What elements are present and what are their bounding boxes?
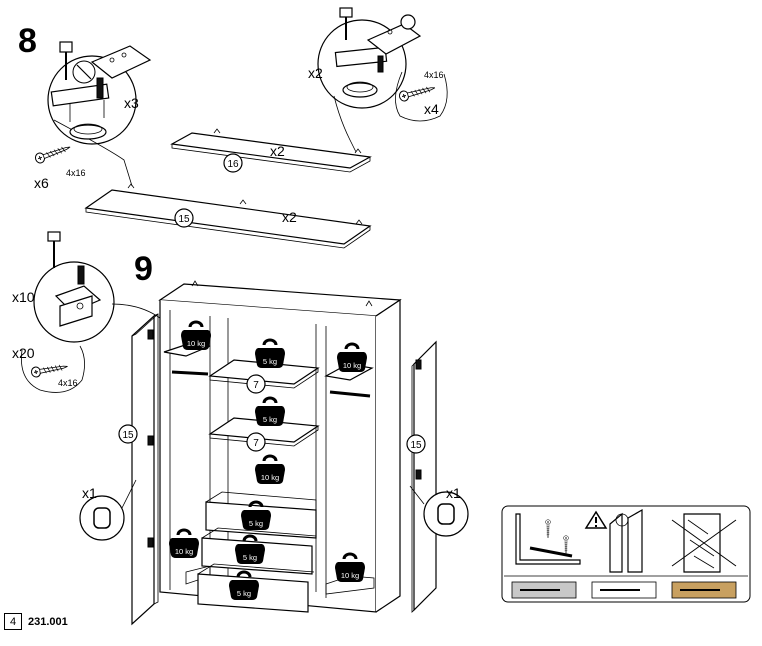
weight-label-lower-mid: 10 kg [261, 473, 279, 482]
screw-bubble-right [395, 71, 448, 122]
middle-shelf-upper [208, 359, 320, 389]
label-x6: x6 [34, 175, 49, 191]
bracket-detail [33, 231, 161, 343]
handle-detail-left [79, 479, 137, 541]
page-footer: 4 231.001 [4, 613, 68, 630]
label-x2-shelf15: x2 [282, 209, 297, 225]
weight-label-bottom-right: 10 kg [341, 571, 359, 580]
part-15-shelf-label: 15 [178, 214, 190, 225]
weight-label-drawer-3: 5 kg [237, 589, 251, 598]
door-right [411, 340, 437, 613]
part-15-door-left-label: 15 [122, 430, 134, 441]
label-x10: x10 [12, 289, 35, 305]
weight-label-top-mid: 5 kg [263, 357, 277, 366]
part-7-label-a: 7 [253, 380, 259, 391]
step-9-number: 9 [134, 250, 153, 288]
screw-icon-step9 [30, 361, 69, 379]
label-x20: x20 [12, 345, 35, 361]
screw-icon-left [33, 141, 73, 165]
label-screw-size-right: 4x16 [424, 70, 444, 80]
weight-label-top-left: 10 kg [187, 339, 205, 348]
weight-label-bottom-left: 10 kg [175, 547, 193, 556]
screw-bubble-step9 [21, 345, 85, 393]
hinge-detail-left [47, 41, 152, 187]
door-left [131, 313, 159, 626]
shelf-panel-15 [84, 183, 372, 249]
weight-label-mid: 5 kg [263, 415, 277, 424]
page-number: 4 [4, 613, 22, 630]
handle-detail-right [409, 485, 469, 537]
shelf-panel-16 [170, 128, 372, 173]
middle-shelf-lower [208, 417, 320, 447]
screw-icon-right [397, 82, 437, 103]
wall-anchor-panel [501, 505, 751, 603]
product-code: 231.001 [28, 615, 68, 628]
step-8-number: 8 [18, 22, 37, 60]
label-x1-left: x1 [82, 485, 97, 501]
weight-label-drawer-2: 5 kg [243, 553, 257, 562]
label-screw-size-step9: 4x16 [58, 378, 78, 388]
part-16-label: 16 [227, 159, 239, 170]
label-screw-size-left: 4x16 [66, 168, 86, 178]
hinge-detail-right [317, 7, 422, 153]
label-x4: x4 [424, 101, 439, 117]
part-7-label-b: 7 [253, 438, 259, 449]
weight-label-drawer-1: 5 kg [249, 519, 263, 528]
label-x2-hinge: x2 [308, 65, 323, 81]
label-x2-shelf16: x2 [270, 143, 285, 159]
weight-label-top-right: 10 kg [343, 361, 361, 370]
label-x3: x3 [124, 95, 139, 111]
part-15-door-right-label: 15 [410, 440, 422, 451]
label-x1-right: x1 [446, 485, 461, 501]
